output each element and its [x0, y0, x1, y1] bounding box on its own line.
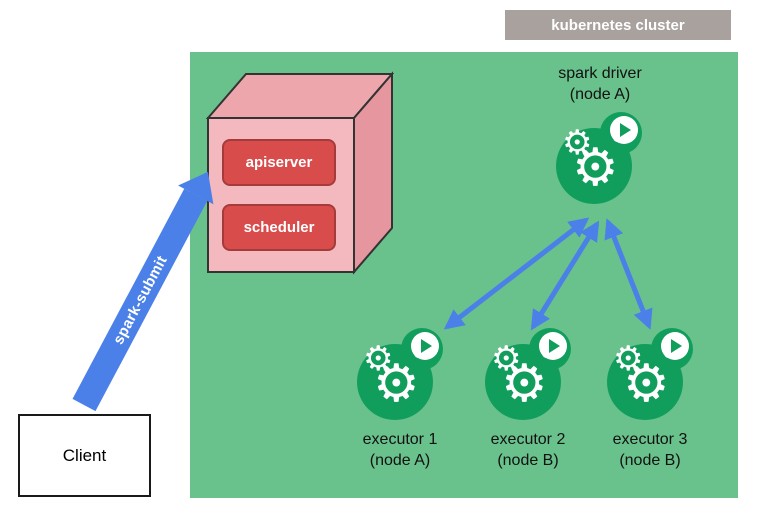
spark-submit-label: spark-submit — [109, 252, 171, 348]
executor-3-node: (node B) — [619, 451, 681, 469]
gear-icon: ⚙ — [572, 139, 619, 197]
executor-1-title: executor 1 — [362, 431, 438, 448]
executor-2-label: executor 2 (node B) — [468, 430, 588, 472]
apiserver-label: apiserver — [245, 154, 313, 171]
play-triangle — [620, 123, 631, 137]
play-icon — [539, 332, 567, 360]
spark-driver-label: spark driver (node A) — [515, 64, 685, 106]
client-label: Client — [62, 445, 107, 465]
apiserver-box: apiserver — [222, 139, 336, 186]
gear-icon: ⚙ — [623, 355, 670, 413]
spark-pod-icon: ⚙ ⚙ — [556, 112, 644, 206]
spark-pod-icon: ⚙ ⚙ — [485, 328, 573, 422]
client-box: Client — [18, 414, 151, 497]
executor-2-node: (node B) — [497, 451, 559, 469]
spark-submit-arrow: spark-submit — [72, 188, 208, 412]
spark-driver-node: (node A) — [569, 85, 631, 103]
scheduler-label: scheduler — [243, 219, 315, 236]
gear-icon: ⚙ — [491, 340, 522, 378]
gear-icon: ⚙ — [562, 124, 593, 162]
play-icon — [661, 332, 689, 360]
spark-pod-icon: ⚙ ⚙ — [357, 328, 445, 422]
gear-icon: ⚙ — [363, 340, 394, 378]
executor-2-title: executor 2 — [490, 431, 566, 448]
executor-3-title: executor 3 — [612, 431, 688, 448]
play-icon — [411, 332, 439, 360]
gear-icon: ⚙ — [373, 355, 420, 413]
scheduler-box: scheduler — [222, 204, 336, 251]
gear-icon: ⚙ — [613, 340, 644, 378]
play-triangle — [671, 339, 682, 353]
kubernetes-cluster-label: kubernetes cluster — [505, 10, 731, 40]
play-triangle — [421, 339, 432, 353]
spark-driver-title: spark driver — [558, 65, 642, 82]
play-icon — [610, 116, 638, 144]
kubernetes-cluster-label-text: kubernetes cluster — [551, 16, 685, 34]
spark-pod-icon: ⚙ ⚙ — [607, 328, 695, 422]
executor-3-label: executor 3 (node B) — [590, 430, 710, 472]
executor-1-label: executor 1 (node A) — [340, 430, 460, 472]
play-triangle — [549, 339, 560, 353]
executor-1-node: (node A) — [369, 451, 431, 469]
gear-icon: ⚙ — [501, 355, 548, 413]
